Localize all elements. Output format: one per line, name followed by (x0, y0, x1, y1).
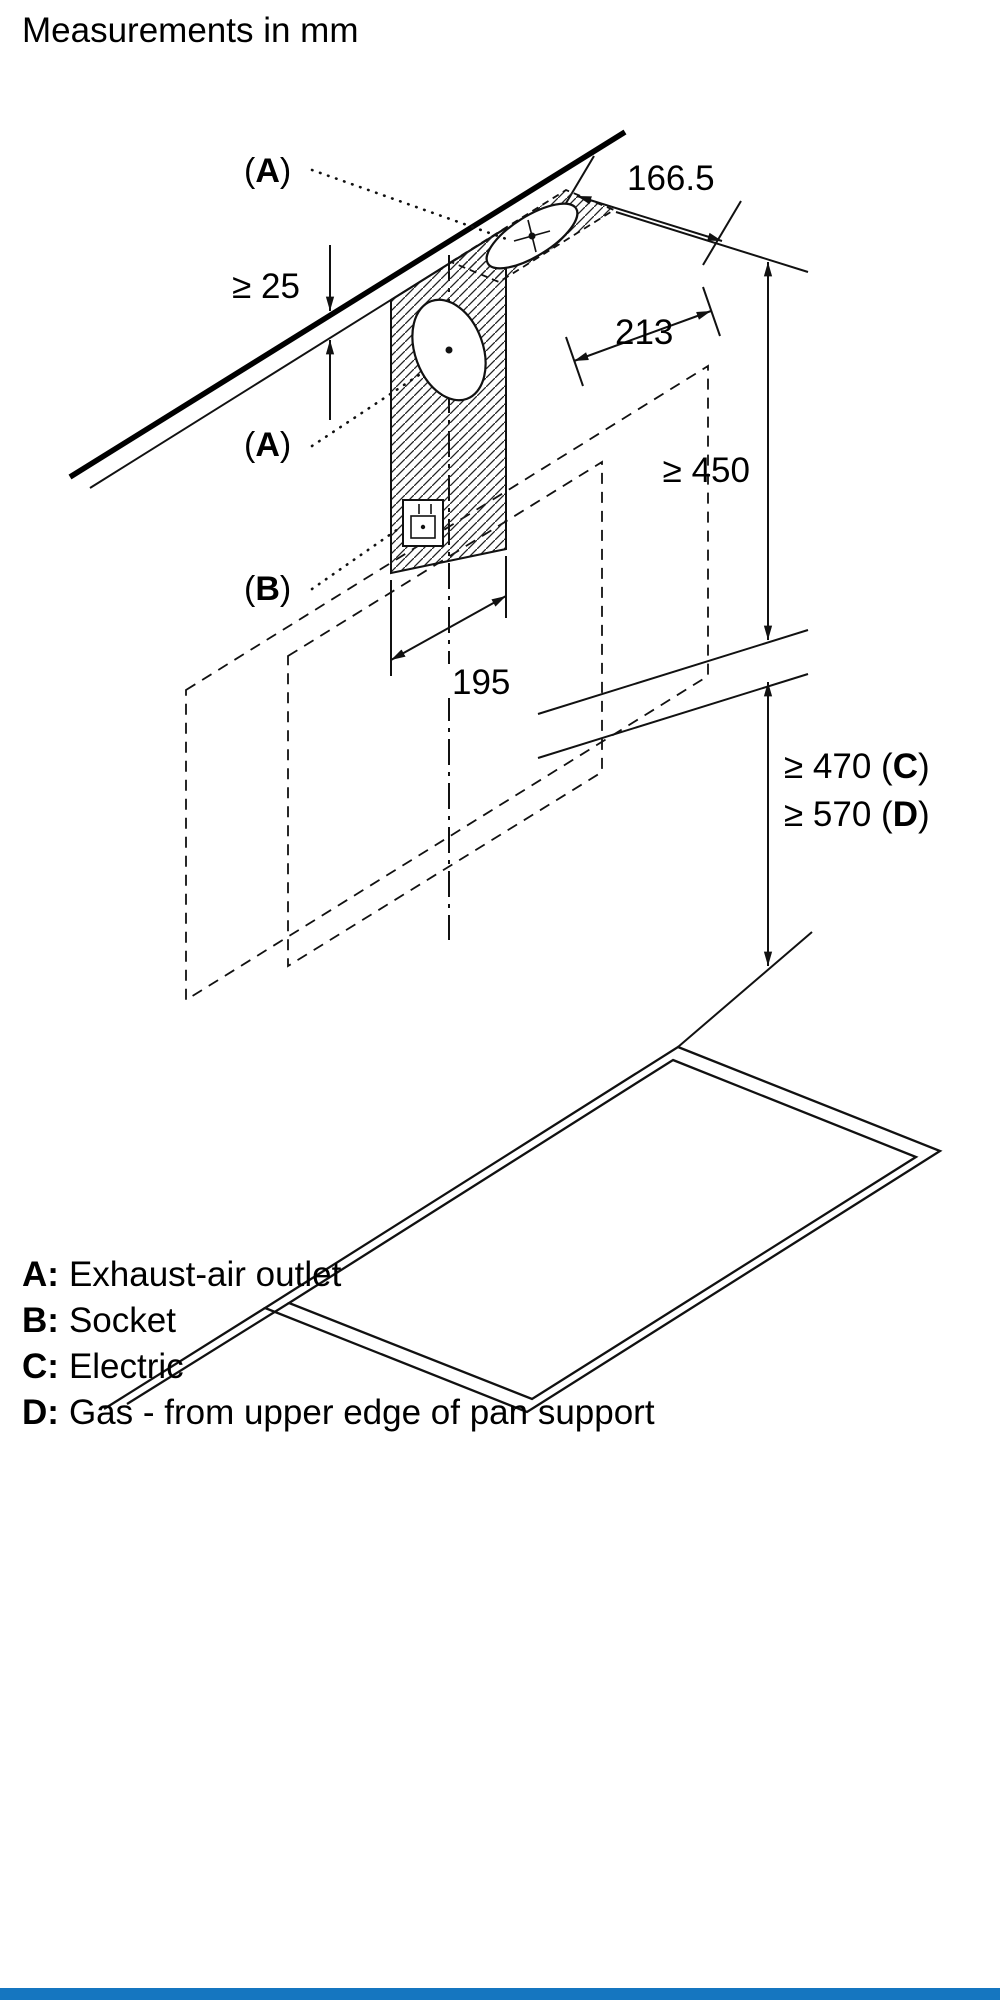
legend: A:Exhaust-air outlet B:Socket C:Electric… (22, 1252, 655, 1436)
tick-213-right (702, 286, 721, 337)
callout-b: (B) (244, 570, 291, 608)
callout-a-top: (A) (244, 152, 291, 190)
label-195-backing (448, 664, 516, 698)
legend-item-b: B:Socket (22, 1298, 655, 1344)
dimension-label-450: ≥ 450 (663, 451, 750, 490)
legend-item-d: D:Gas - from upper edge of pan support (22, 1390, 655, 1436)
callout-a-mid: (A) (244, 426, 291, 464)
socket-box (402, 499, 444, 547)
legend-key-d: D: (22, 1393, 59, 1432)
legend-text-c: Electric (68, 1347, 184, 1386)
clearance-label-electric: ≥ 470 (C) (784, 747, 930, 786)
dimension-label-25: ≥ 25 (232, 267, 300, 306)
legend-key-a: A: (22, 1255, 59, 1294)
wall-edge-line (68, 129, 627, 480)
legend-key-b: B: (22, 1301, 59, 1340)
dimension-line-213 (573, 310, 712, 362)
leader-a-top (310, 168, 514, 243)
hob-inner-edge (286, 1058, 919, 1401)
footer-bar (0, 1988, 1000, 2000)
legend-key-c: C: (22, 1347, 59, 1386)
ceiling-hole-center-tick-2 (527, 219, 537, 253)
legend-item-c: C:Electric (22, 1344, 655, 1390)
legend-text-b: Socket (68, 1301, 176, 1340)
ceiling-exhaust-hole (485, 202, 579, 270)
dimension-label-166: 166.5 (627, 159, 715, 198)
dimension-line-166 (576, 195, 723, 242)
extension-line-hob (677, 931, 813, 1048)
extension-line-mid-upper (537, 629, 809, 715)
clearance-label-gas: ≥ 570 (D) (784, 795, 930, 834)
dimension-line-195 (390, 595, 507, 661)
page-title: Measurements in mm (22, 11, 359, 50)
socket-inner-box (410, 515, 436, 539)
hob-outer-edge (262, 1045, 943, 1414)
dimension-label-195: 195 (452, 663, 510, 702)
wall-exhaust-outlet (411, 298, 487, 402)
worktop-edge-inner (126, 1302, 290, 1405)
socket-dot (420, 524, 426, 530)
leader-a-mid (310, 371, 424, 448)
hob-outline (103, 1045, 943, 1414)
extension-line-mid-lower (537, 673, 809, 759)
dimension-label-213: 213 (615, 313, 673, 352)
legend-text-d: Gas - from upper edge of pan support (68, 1393, 655, 1432)
worktop-edge-outer (103, 1307, 266, 1410)
legend-text-a: Exhaust-air outlet (68, 1255, 342, 1294)
leader-b (310, 525, 403, 591)
tick-166-right (702, 200, 742, 266)
wall-outlet-center-dot (445, 346, 453, 354)
socket-symbol (402, 499, 444, 547)
extension-line-top (615, 211, 809, 273)
legend-item-a: A:Exhaust-air outlet (22, 1252, 655, 1298)
hood-outline-front (185, 364, 709, 1002)
